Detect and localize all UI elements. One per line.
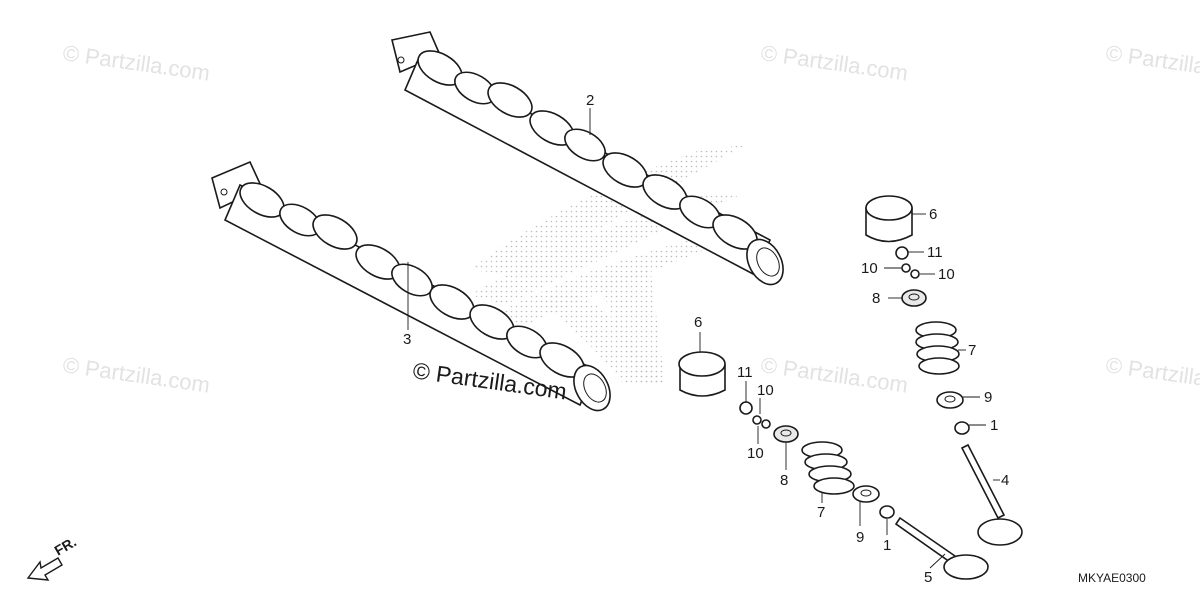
callout-8: 8 [780,472,788,489]
valve-spring-right [915,321,960,375]
camshaft-upper [391,31,784,286]
camshaft-lower [211,160,611,412]
callout-7: 7 [817,504,825,521]
callout-1: 1 [883,537,891,554]
callout-4: 4 [1001,472,1009,489]
callout-10: 10 [861,260,878,277]
front-label: FR. [52,533,80,558]
callout-10: 10 [938,266,955,283]
diagram-code: MKYAE0300 [1078,571,1146,585]
watermark-text: © Partzilla.com [61,352,211,397]
leader-lines [407,108,1000,569]
watermark-text: © Partzilla.com [1104,352,1200,397]
callout-6: 6 [694,314,702,331]
callout-9: 9 [984,389,992,406]
watermark-text: © Partzilla.com [61,40,211,85]
callout-8: 8 [872,290,880,307]
callout-5: 5 [924,569,932,586]
valve-stack-right [865,195,1023,546]
callout-3: 3 [403,331,411,348]
watermark-text: © Partzilla.com [759,40,909,85]
callout-9: 9 [856,529,864,546]
callout-7: 7 [968,342,976,359]
callouts: 2 3 6 11 10 10 8 7 9 1 4 5 6 11 10 10 8 … [403,92,1009,586]
watermark-text: © Partzilla.com [759,352,909,397]
valve-spring-left [801,441,855,495]
valve-stack-left [678,351,989,580]
callout-6: 6 [929,206,937,223]
front-indicator: FR. [26,533,80,581]
callout-10: 10 [757,382,774,399]
callout-1: 1 [990,417,998,434]
watermark-text: © Partzilla.com [1104,40,1200,85]
front-arrow-icon [26,557,63,581]
callout-10: 10 [747,445,764,462]
callout-11: 11 [737,364,753,381]
callout-11: 11 [927,244,943,261]
callout-2: 2 [586,92,594,109]
